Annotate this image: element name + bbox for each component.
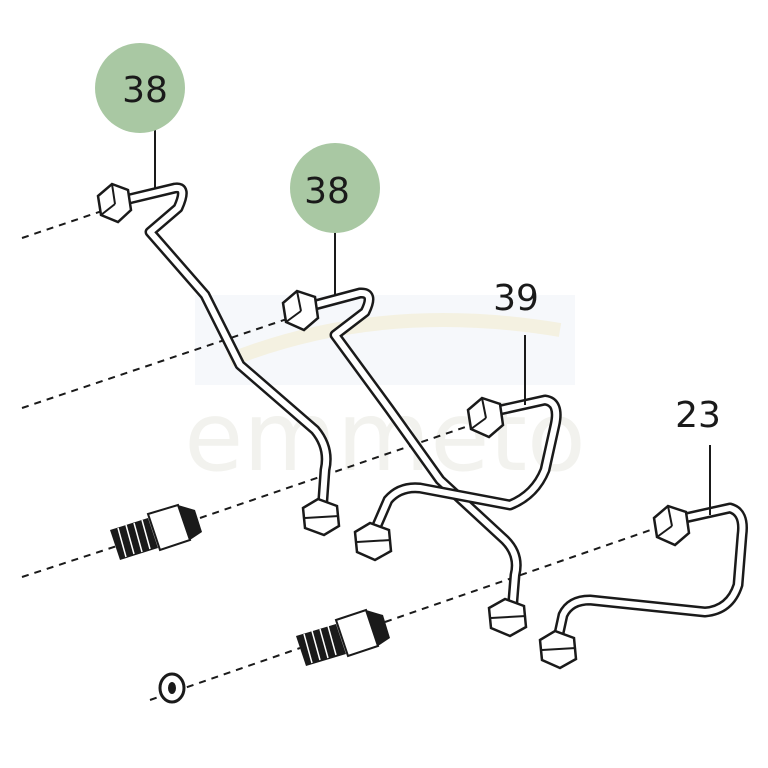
injector-pipe-2	[281, 287, 528, 638]
threaded-fitting-2	[296, 608, 390, 666]
callout-label: 23	[675, 395, 721, 436]
dash-line-6	[384, 524, 666, 623]
pipe-2-bottom-nut	[487, 597, 528, 638]
pipe-1-top-nut	[96, 182, 133, 224]
callout-23: 23	[675, 395, 721, 436]
injector-pipe-3	[353, 394, 562, 562]
callout-38-a: 38	[95, 43, 185, 133]
watermark-band	[195, 295, 575, 385]
callout-label: 39	[493, 278, 539, 319]
dash-line-2	[21, 317, 291, 409]
threaded-fitting-1	[110, 503, 202, 560]
pipe-3-top-nut	[466, 396, 505, 439]
injector-pipe-4	[538, 502, 748, 670]
callout-38-b: 38	[290, 143, 380, 233]
pipe-1-bottom-nut	[301, 497, 341, 537]
callout-highlight-circle	[290, 143, 380, 233]
dash-line-1	[21, 209, 106, 239]
pipe-3-bottom-nut	[353, 521, 393, 562]
callout-label: 38	[122, 70, 168, 111]
pipe-4-top-nut	[652, 504, 691, 547]
callout-highlight-circle	[95, 43, 185, 133]
pipe-4-bottom-nut	[538, 629, 578, 670]
callout-label: 38	[304, 171, 350, 212]
dash-line-3	[21, 544, 121, 578]
dash-line-4	[199, 421, 481, 519]
callout-39: 39	[493, 278, 539, 319]
injector-pipe-1	[96, 182, 341, 537]
washer	[158, 672, 186, 704]
pipe-2-top-nut	[281, 289, 320, 332]
